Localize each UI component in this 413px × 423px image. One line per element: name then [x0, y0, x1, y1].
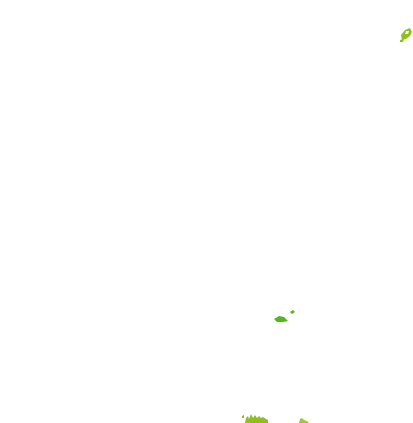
grass-fragment-bottom	[242, 414, 268, 423]
grass-fragment-bottom-small	[299, 418, 309, 423]
leaf-fragment-middle-right	[274, 310, 295, 322]
leaf-fragment-top-right	[400, 28, 412, 42]
